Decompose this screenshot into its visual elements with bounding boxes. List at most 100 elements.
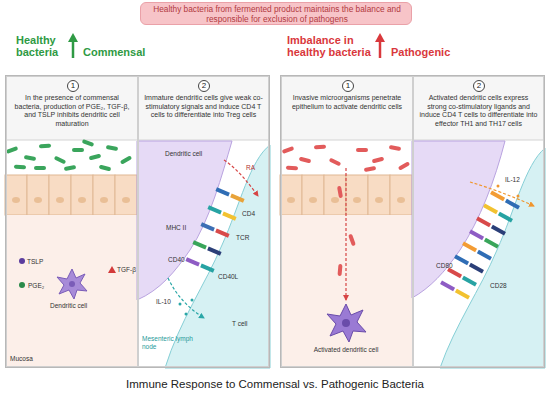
epithelial-cell [71,175,93,215]
illustration-label: RA [246,164,255,172]
step-number: 1 [342,80,354,92]
ligand [447,267,462,278]
bacterium [24,155,37,161]
receptor [440,280,470,299]
panel-heading: Healthy bacteria [16,34,76,58]
bacterium [99,165,112,172]
ligand [462,241,477,252]
bacterium [314,144,326,149]
receptor-part [222,212,236,221]
epithelial-cell [49,175,71,215]
number-circle-outline [474,81,485,92]
epithelial-cell [93,175,115,215]
callout-number: 2 [198,80,210,92]
top-backgrounds [5,75,545,140]
activated-dendritic-cell [327,304,366,342]
nucleus [397,197,405,203]
invasion-arrow [345,168,346,300]
step-text: Invasive microorganisms penetrate epithe… [287,94,407,111]
receptor-part [505,199,520,210]
ligand [476,216,491,227]
illustration-label: Mucosa [10,355,33,363]
receptor-part [215,229,229,238]
cytokine-dot [185,313,188,316]
receptor [192,240,221,255]
illustration-label: CD28 [490,282,507,290]
commensal-gut [5,139,137,368]
illustration-label: IL-12 [505,176,520,184]
nucleus [309,197,317,203]
receptor-part [484,238,499,249]
illustration-label: PGE₂ [28,282,44,290]
receptor-part [491,225,506,236]
step-number: 2 [473,80,485,92]
nucleus [375,197,383,203]
bacterium [299,157,312,164]
nucleus [122,197,130,203]
dendritic-cell [57,269,87,299]
bacterium [398,161,410,170]
bacterium [89,154,102,161]
receptor-part [207,247,221,256]
receptor [476,216,506,235]
illustration-label: TCR [236,234,249,242]
up-arrow-head [68,33,78,42]
number-circle-outline [199,81,210,92]
receptor [185,257,214,272]
receptor-part [469,263,484,274]
nucleus [287,197,295,203]
epithelial-cell [115,175,137,215]
receptor [454,254,484,273]
step-text: Immature dendritic cells give weak co-st… [144,94,263,120]
bacterium [120,155,132,164]
cytokine-dot [179,303,182,306]
step-text: In the presence of commensal bacteria, p… [12,94,132,128]
callout-number: 1 [342,80,354,92]
ligand [440,280,455,291]
nucleus [331,197,339,203]
mucosa [280,215,412,368]
bacterium [39,143,51,148]
panel-subheading: Pathogenic [391,46,450,58]
panel-subheading: Commensal [83,46,145,58]
bacterium [337,186,343,199]
figure-caption: Immune Response to Commensal vs. Pathoge… [0,378,550,390]
callout-number: 2 [473,80,485,92]
bacterium [372,157,385,164]
nucleus [78,197,86,203]
nucleus [12,197,20,203]
callout-number: 1 [67,80,79,92]
mucosa [5,215,137,368]
ligand [200,222,214,231]
illustration-label: IL-10 [156,298,171,306]
illustration-label: T cell [232,320,247,328]
effector-synapse [412,141,545,368]
pathogenic-panel: Imbalance in healthy bacteriaPathogenicI… [280,75,545,368]
nucleus [56,197,64,203]
ligand [454,254,469,265]
bacterium [356,148,368,152]
epithelial-cell [346,175,368,215]
receptor [462,241,492,260]
receptor [215,187,244,202]
epithelial-cell [27,175,49,215]
receptor [200,222,229,237]
receptor-part [498,212,513,223]
epithelial-cell [390,175,412,215]
receptor-part [462,276,477,287]
nucleus [34,197,42,203]
heading-arrows [68,33,385,58]
receptor [469,229,499,248]
ligand [185,257,199,266]
bacterium [364,166,377,172]
illustration-label: TGF-β [117,266,136,274]
t-cell-body [165,145,270,368]
illustration-label: Dendritic cell [165,150,202,158]
bacterium [82,139,95,147]
step-panel: Activated dendritic cells express strong… [413,76,544,367]
up-arrow [379,40,382,58]
number-circle-outline [68,81,79,92]
step-panel: Invasive microorganisms penetrate epithe… [281,76,413,367]
